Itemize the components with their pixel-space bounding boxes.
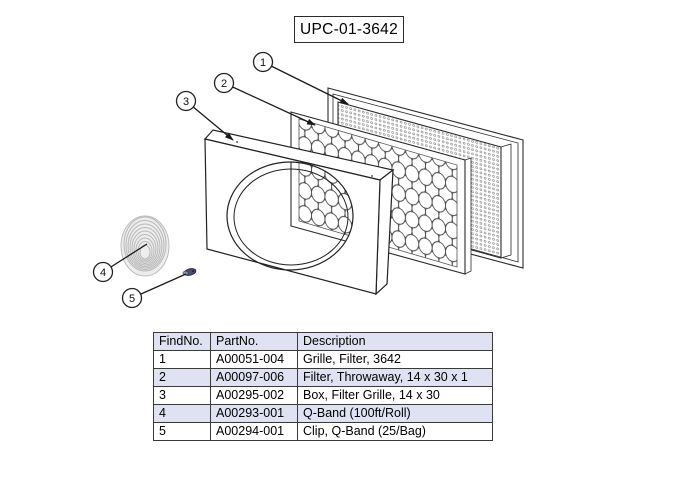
callout-5: 5: [121, 287, 143, 309]
header-partno: PartNo.: [210, 332, 298, 351]
table-row: 4 A00293-001 Q-Band (100ft/Roll): [153, 404, 493, 423]
grille-mesh-depth-edge: [500, 143, 512, 259]
box-rivet-dot: [236, 141, 238, 143]
cell-findno: 1: [153, 350, 211, 369]
table-row: 1 A00051-004 Grille, Filter, 3642: [153, 350, 493, 369]
drawing-number-box: UPC-01-3642: [294, 16, 404, 43]
cell-partno: A00294-001: [210, 422, 298, 441]
cell-partno: A00295-002: [210, 386, 298, 405]
clip-part: [182, 268, 197, 276]
header-findno: FindNo.: [153, 332, 211, 351]
callout-balloons: 1 2 3 4 5: [92, 51, 274, 309]
cell-description: Box, Filter Grille, 14 x 30: [297, 386, 493, 405]
drawing-number: UPC-01-3642: [299, 20, 399, 38]
cell-partno: A00097-006: [210, 368, 298, 387]
cell-description: Filter, Throwaway, 14 x 30 x 1: [297, 368, 493, 387]
callout-1: 1: [252, 51, 274, 73]
leader-line-1: [262, 61, 349, 105]
cell-findno: 5: [153, 422, 211, 441]
filter-depth-edge: [464, 157, 472, 275]
cell-findno: 3: [153, 386, 211, 405]
table-row: 2 A00097-006 Filter, Throwaway, 14 x 30 …: [153, 368, 493, 387]
callout-3: 3: [175, 90, 197, 112]
callout-5-number: 5: [129, 293, 135, 305]
cell-partno: A00293-001: [210, 404, 298, 423]
callout-2-number: 2: [221, 78, 227, 90]
callout-2: 2: [213, 72, 235, 94]
box-collar-ring: [233, 168, 349, 266]
leader-line-3: [185, 100, 234, 141]
cell-findno: 2: [153, 368, 211, 387]
cell-description: Q-Band (100ft/Roll): [297, 404, 493, 423]
callout-4: 4: [92, 261, 114, 283]
cell-partno: A00051-004: [210, 350, 298, 369]
cell-findno: 4: [153, 404, 211, 423]
cell-description: Grille, Filter, 3642: [297, 350, 493, 369]
table-row: 5 A00294-001 Clip, Q-Band (25/Bag): [153, 422, 493, 441]
box-part: [203, 129, 395, 296]
leader-line-2: [223, 82, 316, 126]
table-header-row: FindNo. PartNo. Description: [153, 332, 493, 351]
table-row: 3 A00295-002 Box, Filter Grille, 14 x 30: [153, 386, 493, 405]
callout-3-number: 3: [183, 96, 189, 108]
parts-table: FindNo. PartNo. Description 1 A00051-004…: [153, 332, 493, 441]
callout-1-number: 1: [260, 57, 266, 69]
cell-description: Clip, Q-Band (25/Bag): [297, 422, 493, 441]
box-rivet-dot: [371, 175, 373, 177]
header-description: Description: [297, 332, 493, 351]
box-front-face: [204, 138, 381, 295]
callout-4-number: 4: [100, 267, 106, 279]
